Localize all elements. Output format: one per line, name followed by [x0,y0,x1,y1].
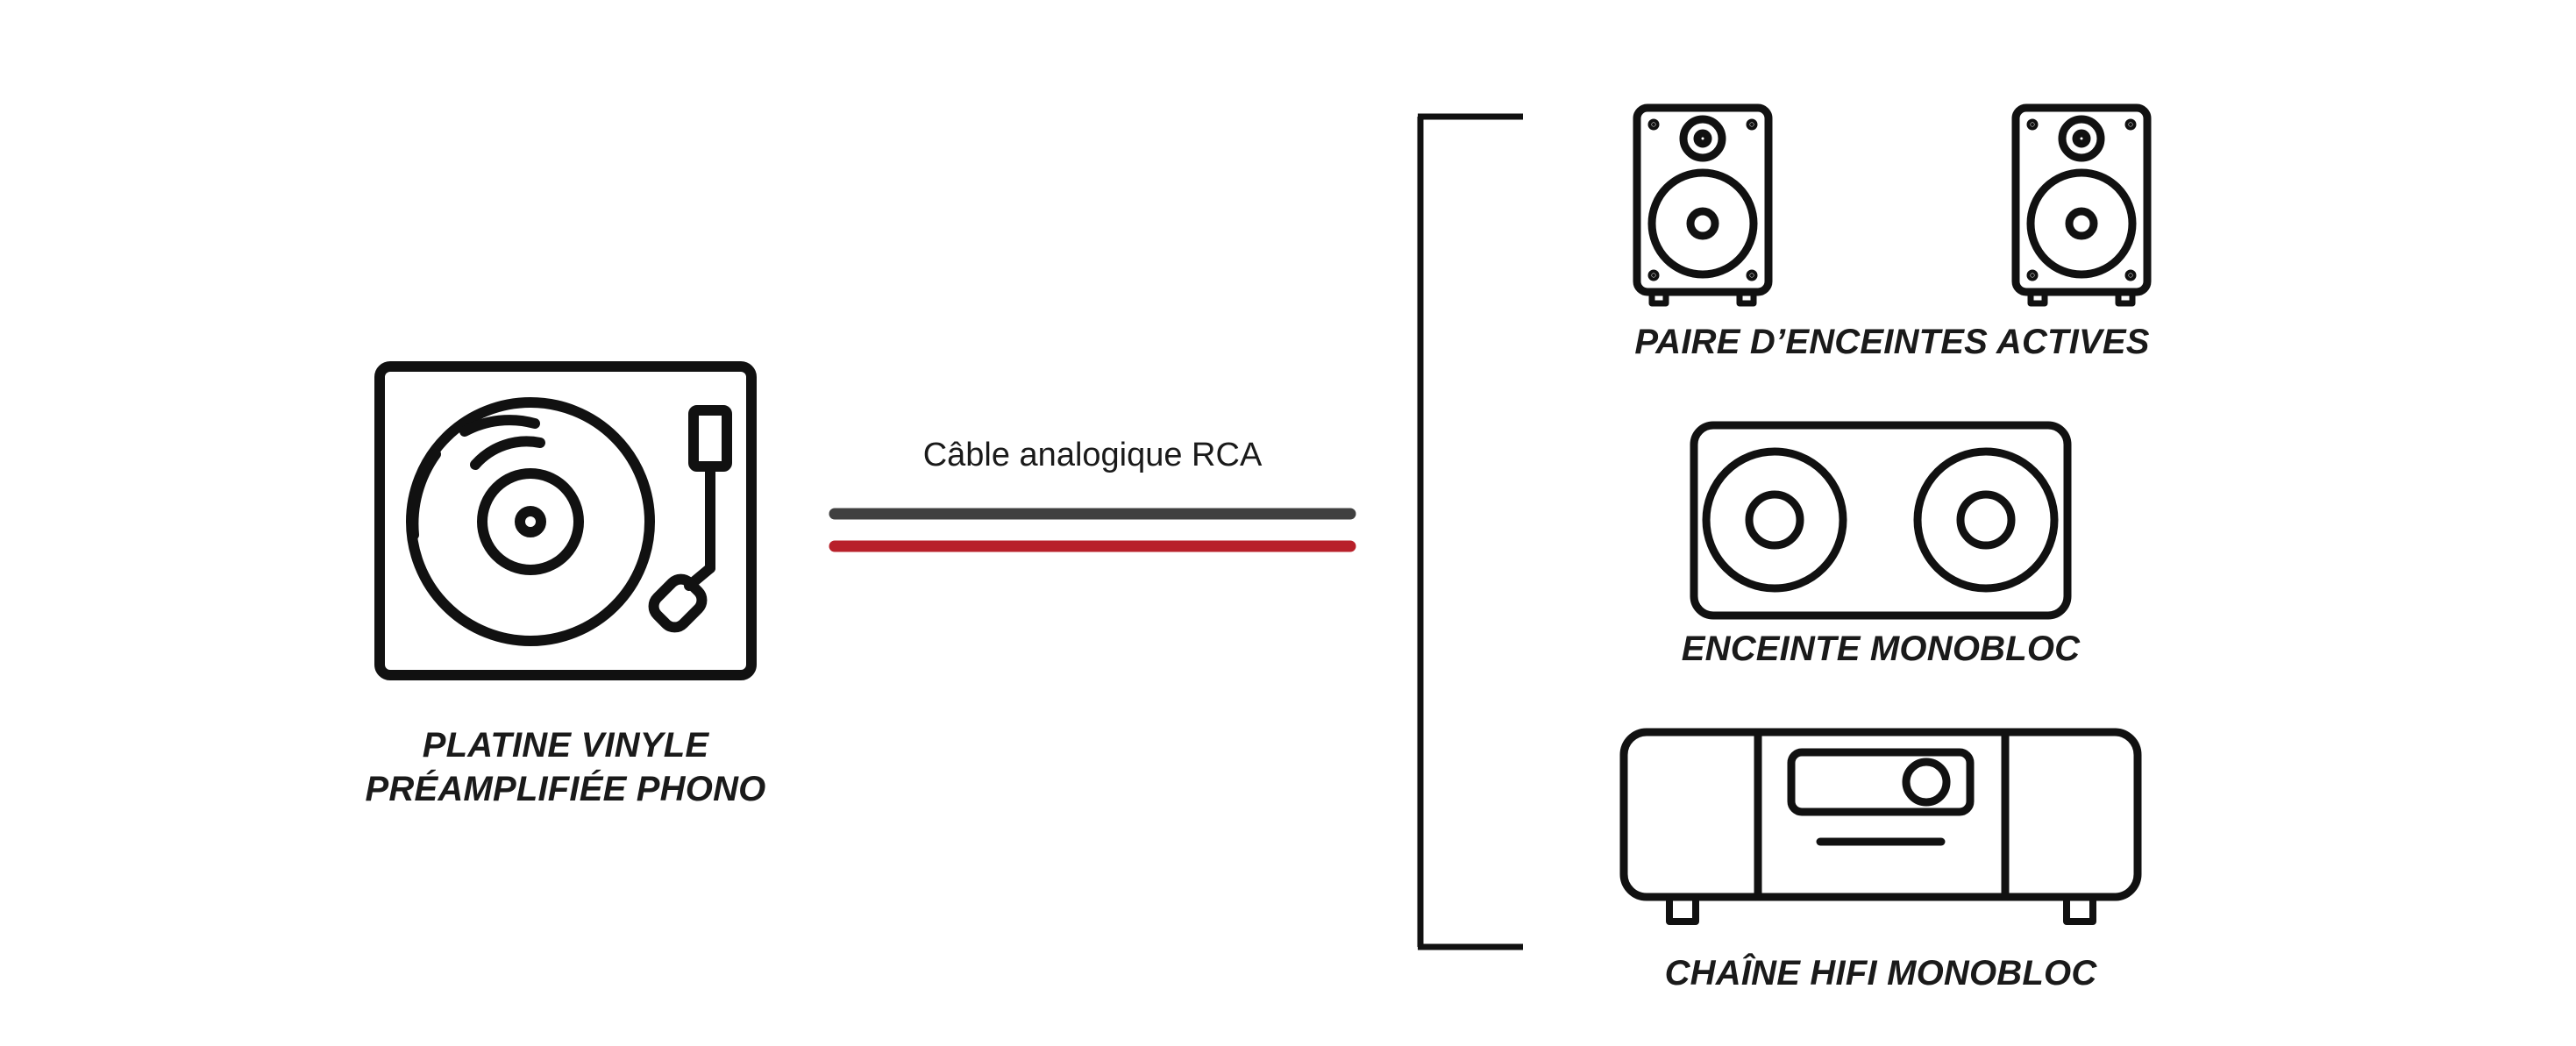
target-bracket [1417,113,1523,950]
source-label: PLATINE VINYLE PRÉAMPLIFIÉE PHONO [346,723,785,811]
target-label-hifi-system: CHAÎNE HIFI MONOBLOC [1664,954,2097,993]
source-label-line1: PLATINE VINYLE [422,726,709,765]
hifi-system-icon [1619,728,2142,925]
speaker-right-icon [2011,103,2152,307]
target-label-monobloc-speaker: ENCEINTE MONOBLOC [1681,630,2081,668]
bookshelf-speaker-pair-icon [1633,103,2152,307]
cable-label: Câble analogique RCA [922,437,1263,473]
monobloc-speaker-icon [1690,421,2072,620]
turntable-icon [374,361,757,680]
rca-cable [829,508,1356,552]
source-label-line2: PRÉAMPLIFIÉE PHONO [365,770,766,808]
target-label-speaker-pair: PAIRE D’ENCEINTES ACTIVES [1634,323,2150,361]
speaker-left-icon [1633,103,1773,307]
